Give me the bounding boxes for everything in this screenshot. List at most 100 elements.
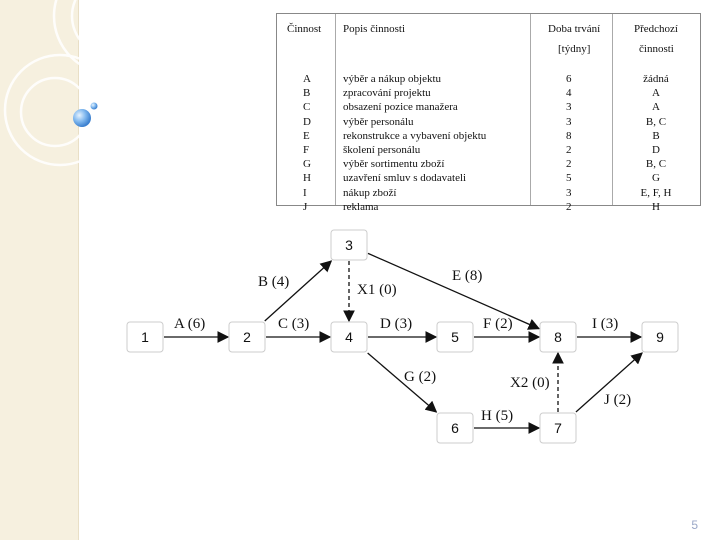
node-box (436, 412, 474, 444)
predecessor-cell: D (652, 144, 660, 156)
node-7: 7 (539, 412, 577, 444)
duration-cell: 3 (566, 101, 572, 114)
predecessor-cell: A (652, 101, 660, 114)
edge-label-g: G (2) (404, 369, 436, 385)
edge-label-h: H (5) (481, 408, 513, 424)
predecessor-cell: E, F, H (640, 186, 672, 199)
node-8: 8 (539, 321, 577, 353)
edge-label-a: A (6) (174, 316, 205, 332)
description-cell: uzavření smluv s dodavateli (343, 172, 467, 185)
node-3: 3 (330, 229, 368, 261)
activity-cell: C (303, 101, 311, 114)
duration-cell: 5 (566, 172, 572, 185)
bubble-small (90, 102, 98, 110)
description-cell: výběr personálu (343, 115, 414, 128)
node-label: 6 (451, 420, 459, 436)
header-duration: Doba trvání (548, 23, 601, 35)
node-label: 8 (554, 329, 562, 345)
decorative-band (0, 0, 79, 540)
edge-label-d: D (3) (380, 316, 412, 332)
node-label: 7 (554, 420, 562, 436)
node-9: 9 (641, 321, 679, 353)
node-label: 9 (656, 329, 664, 345)
description-cell: výběr sortimentu zboží (343, 158, 445, 171)
node-6: 6 (436, 412, 474, 444)
decor-rings (3, 0, 172, 167)
activity-cell: J (303, 200, 308, 213)
header-predecessor: Předchozí (634, 23, 678, 35)
node-box (330, 229, 368, 261)
header-description: Popis činnosti (343, 23, 406, 35)
description-cell: zpracování projektu (343, 87, 431, 100)
edge-label-i: I (3) (592, 316, 618, 332)
edge-label-j: J (2) (604, 392, 631, 408)
predecessor-cell: G (652, 172, 660, 185)
edge-label-c: C (3) (278, 316, 309, 332)
node-4: 4 (330, 321, 368, 353)
node-5: 5 (436, 321, 474, 353)
duration-cell: 3 (566, 115, 572, 128)
node-label: 3 (345, 237, 353, 253)
activity-cell: D (303, 115, 311, 128)
node-label: 4 (345, 329, 353, 345)
description-cell: školení personálu (343, 144, 421, 156)
edge-label-b: B (4) (258, 274, 289, 290)
duration-cell: 2 (566, 200, 572, 213)
node-box (228, 321, 266, 353)
edge-label-f: F (2) (483, 316, 513, 332)
activity-cell: E (303, 129, 310, 142)
slide-number: 5 (691, 518, 698, 532)
activity-cell: H (303, 172, 311, 185)
description-cell: nákup zboží (343, 186, 397, 199)
duration-cell: 3 (566, 186, 572, 199)
node-box (539, 412, 577, 444)
col-divider (530, 14, 531, 205)
node-label: 1 (141, 329, 149, 345)
predecessor-cell: H (652, 200, 660, 213)
activity-cell: I (303, 186, 307, 199)
header-duration-unit: [týdny] (558, 43, 591, 55)
edge-label-x2: X2 (0) (510, 375, 550, 391)
predecessor-cell: B (652, 129, 660, 142)
duration-cell: 2 (566, 158, 572, 171)
edge-b (264, 260, 333, 322)
col-divider (612, 14, 613, 205)
description-cell: reklama (343, 200, 379, 213)
predecessor-cell: B, C (645, 158, 667, 171)
node-1: 1 (126, 321, 164, 353)
node-box (126, 321, 164, 353)
predecessor-cell: B, C (645, 115, 667, 128)
node-box (641, 321, 679, 353)
edge-g (367, 352, 438, 413)
edge-j (575, 352, 643, 413)
duration-cell: 6 (566, 73, 572, 85)
col-divider (335, 14, 336, 205)
header-predecessor-line2: činnosti (639, 43, 674, 55)
activity-cell: B (303, 87, 311, 100)
header-activity: Činnost (287, 23, 322, 35)
edge-e (367, 252, 541, 330)
duration-cell: 2 (566, 144, 572, 156)
description-cell: obsazení pozice manažera (343, 101, 458, 114)
activity-cell: F (303, 144, 310, 156)
description-cell: výběr a nákup objektu (343, 73, 442, 85)
bubble-large (73, 109, 91, 127)
edge-label-x1: X1 (0) (357, 282, 397, 298)
node-box (436, 321, 474, 353)
node-label: 2 (243, 329, 251, 345)
duration-cell: 8 (566, 129, 572, 142)
predecessor-cell: žádná (643, 73, 669, 85)
node-2: 2 (228, 321, 266, 353)
edge-label-e: E (8) (452, 268, 482, 284)
duration-cell: 4 (566, 87, 572, 100)
activity-cell: A (303, 73, 311, 85)
predecessor-cell: A (652, 87, 660, 100)
node-box (330, 321, 368, 353)
